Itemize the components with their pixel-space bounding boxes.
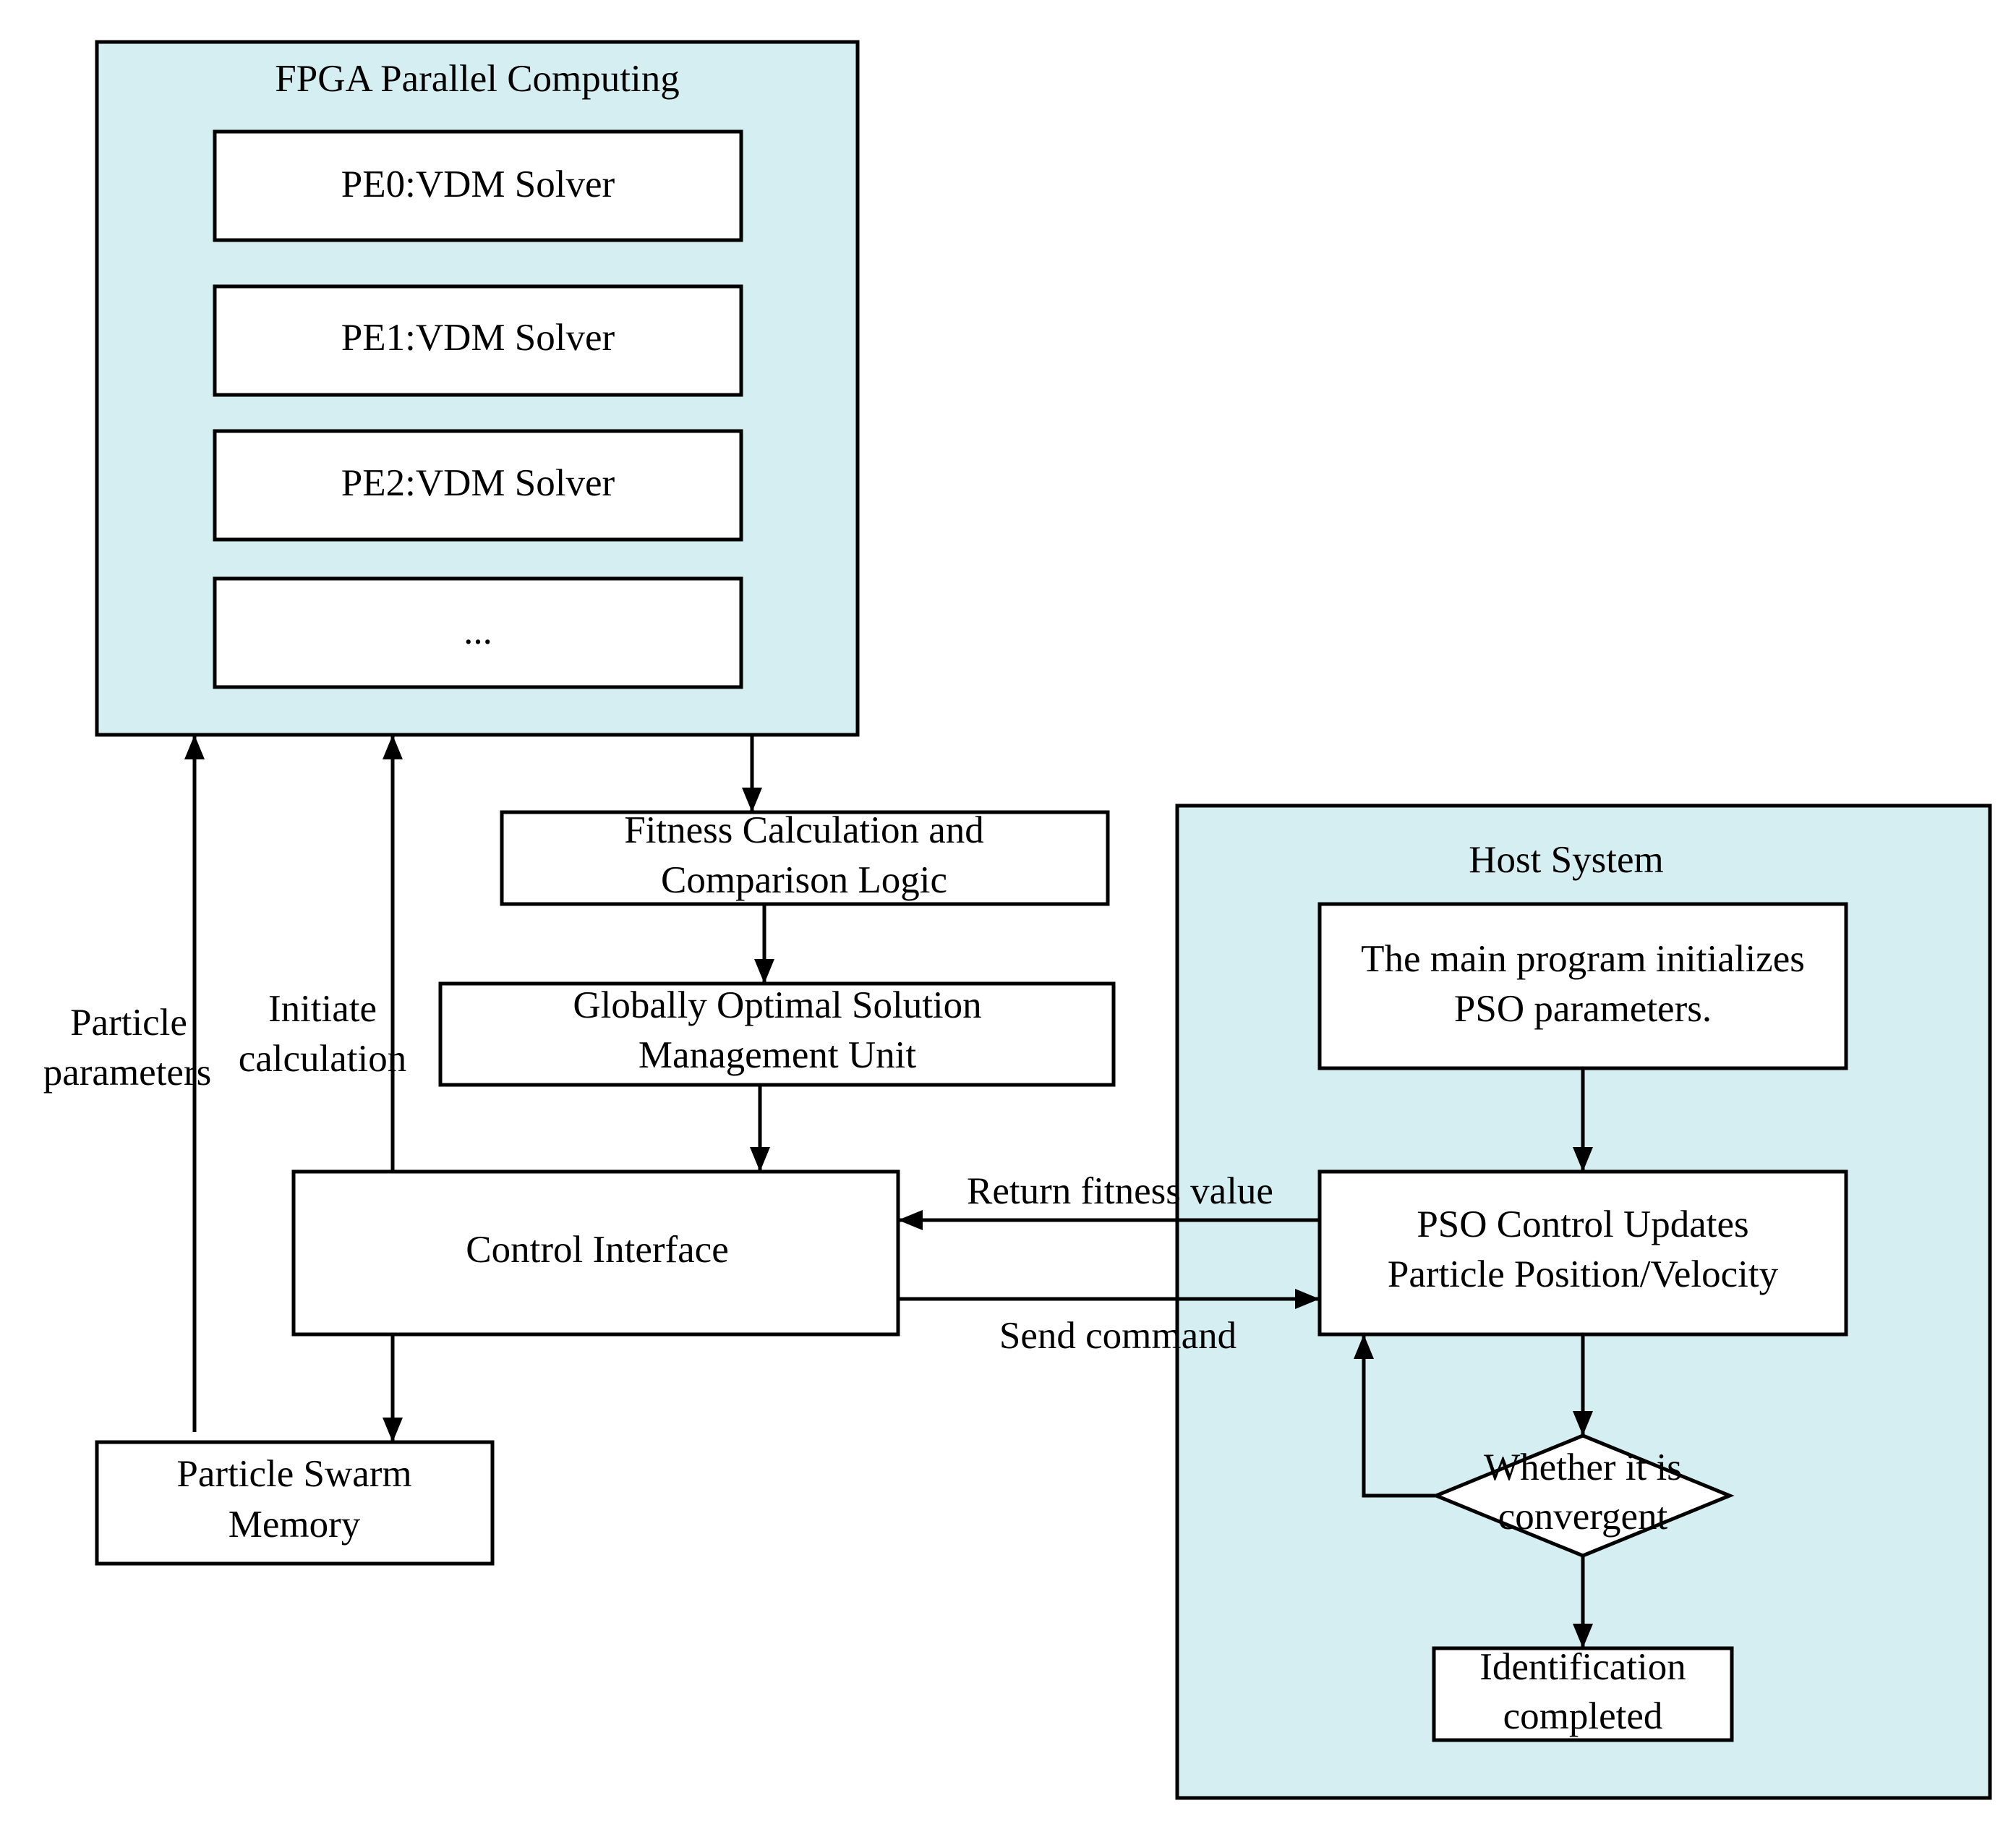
- pe-more: ...: [213, 576, 743, 689]
- fitness-calculation-box: Fitness Calculation and Comparison Logic: [500, 809, 1110, 906]
- label-initiate-calculation-1: Initiate: [268, 988, 377, 1030]
- label-send-command: Send command: [999, 1315, 1236, 1357]
- init-line-1: The main program initializes: [1361, 938, 1805, 980]
- fitness-line-2: Comparison Logic: [661, 859, 947, 901]
- global-line-1: Globally Optimal Solution: [573, 984, 981, 1026]
- global-line-2: Management Unit: [638, 1034, 916, 1076]
- edge-labels: Particle parameters Initiate calculation…: [43, 988, 1273, 1357]
- particle-swarm-memory-box: Particle Swarm Memory: [95, 1440, 495, 1566]
- update-line-2: Particle Position/Velocity: [1388, 1253, 1779, 1295]
- decision-line-2: convergent: [1498, 1496, 1668, 1538]
- init-pso-params-box: The main program initializes PSO paramet…: [1317, 902, 1848, 1070]
- decision-line-1: Whether it is: [1484, 1446, 1682, 1488]
- label-return-fitness-value: Return fitness value: [967, 1170, 1273, 1212]
- pso-update-box: PSO Control Updates Particle Position/Ve…: [1317, 1169, 1848, 1337]
- pe1-vdm-solver: PE1:VDM Solver: [213, 284, 743, 397]
- pe0-vdm-solver: PE0:VDM Solver: [213, 129, 743, 242]
- label-particle-parameters-2: parameters: [43, 1052, 211, 1094]
- fitness-line-1: Fitness Calculation and: [624, 809, 984, 851]
- fpga-parallel-computing-group: FPGA Parallel Computing PE0:VDM Solver P…: [95, 40, 860, 737]
- pe-more-label: ...: [464, 610, 492, 652]
- done-line-1: Identification: [1479, 1646, 1686, 1688]
- label-initiate-calculation-2: calculation: [239, 1038, 407, 1080]
- arrow-decision-loop-back: [1354, 1334, 1436, 1498]
- host-title: Host System: [1469, 839, 1663, 881]
- pe2-vdm-solver: PE2:VDM Solver: [213, 429, 743, 542]
- identification-completed-box: Identification completed: [1432, 1646, 1734, 1742]
- update-line-1: PSO Control Updates: [1417, 1203, 1748, 1245]
- done-line-2: completed: [1503, 1695, 1663, 1737]
- label-particle-parameters-1: Particle: [70, 1002, 187, 1044]
- fpga-title: FPGA Parallel Computing: [275, 58, 679, 100]
- host-system-group: Host System The main program initializes…: [1175, 804, 1992, 1800]
- convergence-decision: Whether it is convergent: [1431, 1433, 1735, 1558]
- pe0-label: PE0:VDM Solver: [341, 163, 615, 205]
- swarm-memory-line-1: Particle Swarm: [176, 1453, 411, 1495]
- control-interface-label: Control Interface: [466, 1229, 728, 1271]
- pe2-label: PE2:VDM Solver: [341, 462, 615, 504]
- connectors: [184, 735, 1593, 1648]
- control-interface-box: Control Interface: [291, 1169, 900, 1337]
- swarm-memory-line-2: Memory: [228, 1504, 361, 1546]
- init-line-2: PSO parameters.: [1454, 988, 1712, 1030]
- pe1-label: PE1:VDM Solver: [341, 317, 615, 359]
- global-optimal-solution-box: Globally Optimal Solution Management Uni…: [438, 981, 1116, 1087]
